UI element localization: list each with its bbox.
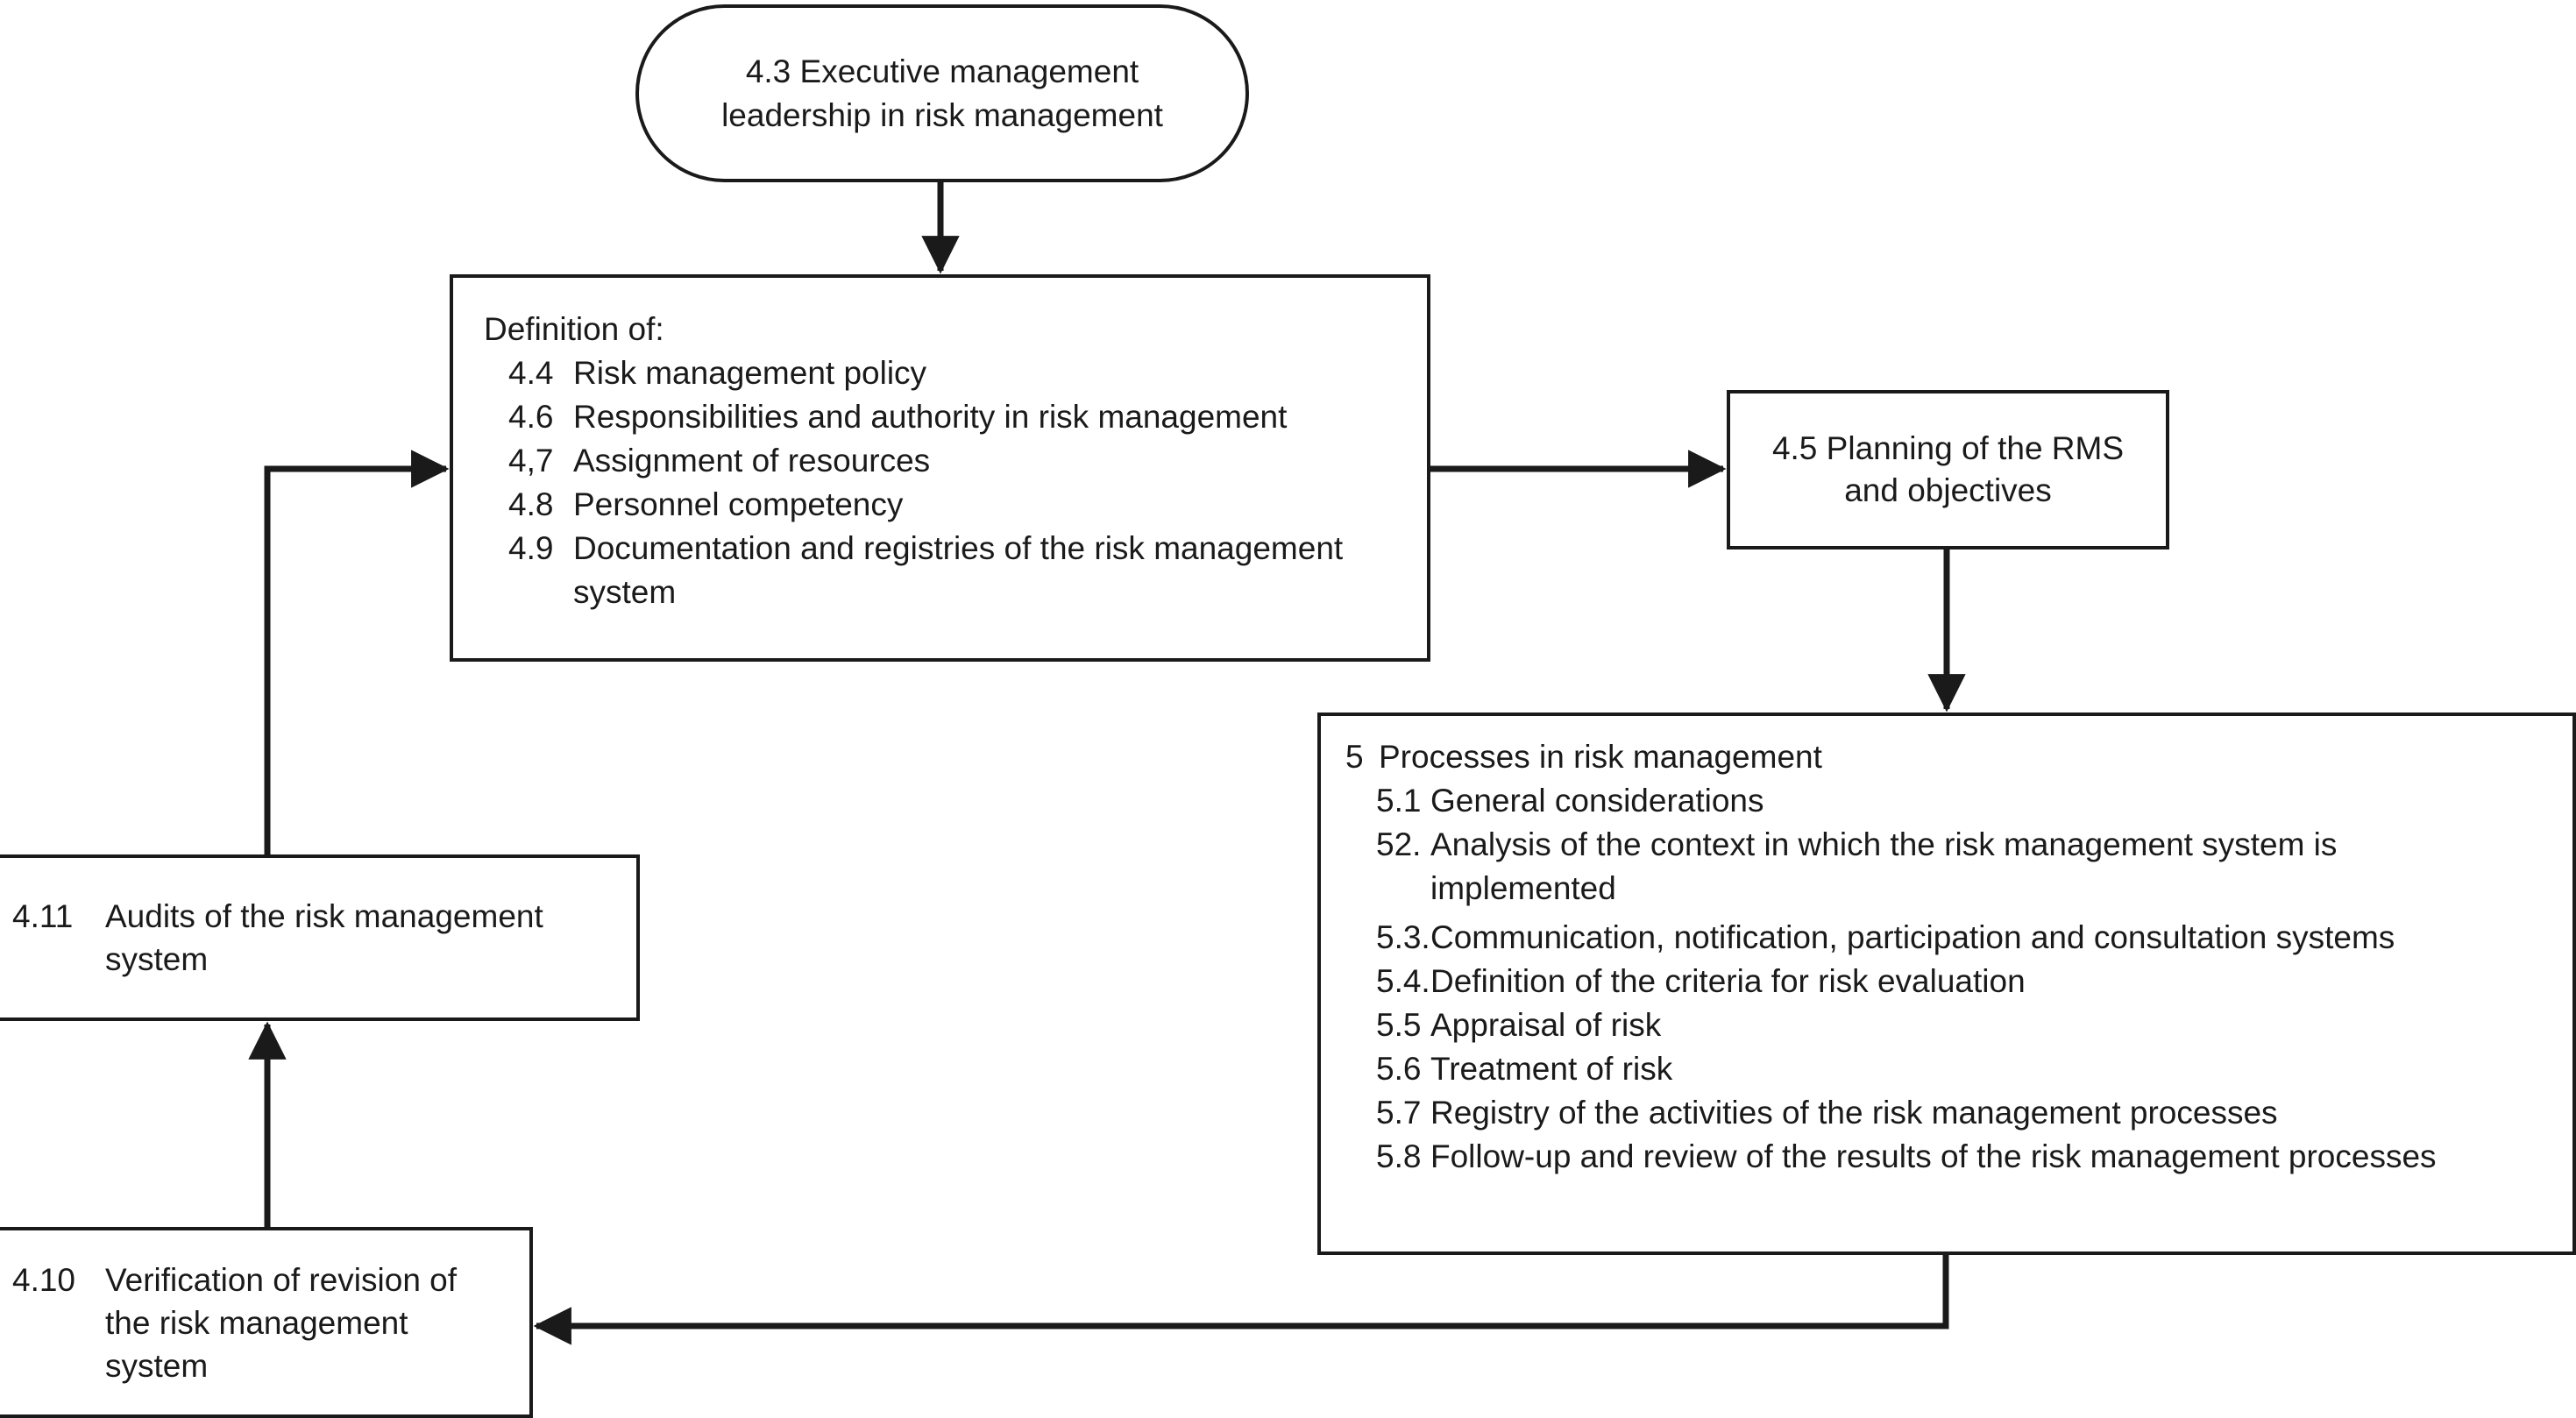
node-body: 4.10 Verification of revision of the ris… <box>0 1230 543 1414</box>
item-text: Verification of revision of the risk man… <box>105 1261 458 1384</box>
item-text: Follow-up and review of the results of t… <box>1430 1138 2437 1174</box>
item-number: 4.10 <box>12 1261 76 1298</box>
edge-audits-to-definition <box>264 450 450 854</box>
item-text: General considerations <box>1430 783 1764 819</box>
node-verification-box[interactable]: 4.10 Verification of revision of the ris… <box>0 1227 533 1418</box>
node-body: 5 Processes in risk management 5.1 Gener… <box>1321 716 2576 1271</box>
item-number: 5.3. <box>1376 919 1430 955</box>
item-text: Treatment of risk <box>1430 1051 1673 1087</box>
list-item: 5.4. Definition of the criteria for risk… <box>1345 960 2576 1003</box>
item-number: 5.1 <box>1376 783 1422 819</box>
item-text: Appraisal of risk <box>1430 1007 1662 1043</box>
item-text: Analysis of the context in which the ris… <box>1430 826 2338 906</box>
item-text: Definition of the criteria for risk eval… <box>1430 963 2026 999</box>
node-definition-box[interactable]: Definition of: 4.4 Risk management polic… <box>450 274 1430 662</box>
heading-number: 5 <box>1345 739 1364 775</box>
item-number: 5.6 <box>1376 1051 1422 1087</box>
node-line: 4.3 Executive management <box>745 53 1139 89</box>
node-body: Definition of: 4.4 Risk management polic… <box>453 278 1458 688</box>
item-number: 4.4 <box>508 355 554 391</box>
node-line: and objectives <box>1844 472 2052 508</box>
node-body: 4.5 Planning of the RMS and objectives <box>1730 393 2166 546</box>
list-item: 5.6 Treatment of risk <box>1345 1047 2576 1091</box>
item-text: Communication, notification, participati… <box>1430 919 2395 955</box>
list-item: 5.8 Follow-up and review of the results … <box>1345 1135 2576 1184</box>
processes-heading: 5 Processes in risk management <box>1345 735 2576 779</box>
list-item: 5.3. Communication, notification, partic… <box>1345 916 2576 960</box>
item-text: Registry of the activities of the risk m… <box>1430 1095 2278 1131</box>
node-planning-rms[interactable]: 4.5 Planning of the RMS and objectives <box>1727 390 2169 549</box>
definition-item-list: 4.4 Risk management policy 4.6 Responsib… <box>484 351 1458 614</box>
item-number: 4.8 <box>508 486 554 522</box>
item-number: 4.6 <box>508 399 554 435</box>
item-number: 4.11 <box>12 898 74 934</box>
node-processes-box[interactable]: 5 Processes in risk management 5.1 Gener… <box>1317 713 2576 1255</box>
node-audits-box[interactable]: 4.11 Audits of the risk management syste… <box>0 854 640 1021</box>
item-text: Personnel competency <box>573 486 904 522</box>
definition-heading: Definition of: <box>484 311 664 347</box>
list-item: 4.9 Documentation and registries of the … <box>484 527 1458 614</box>
list-item: 52. Analysis of the context in which the… <box>1345 823 2576 916</box>
audits-row: 4.11 Audits of the risk management syste… <box>12 895 650 981</box>
node-line: leadership in risk management <box>721 96 1163 133</box>
item-text: Responsibilities and authority in risk m… <box>573 399 1288 435</box>
processes-item-list: 5.1 General considerations 52. Analysis … <box>1345 779 2576 1184</box>
list-item: 5.1 General considerations <box>1345 779 2576 823</box>
item-text: Audits of the risk management system <box>105 898 543 977</box>
list-item: 4.4 Risk management policy <box>484 351 1458 395</box>
node-body: 4.3 Executive management leadership in r… <box>639 8 1245 179</box>
item-number: 4,7 <box>508 443 554 479</box>
item-text: Risk management policy <box>573 355 927 391</box>
item-number: 52. <box>1376 826 1422 862</box>
item-number: 5.4. <box>1376 963 1430 999</box>
list-item: 4.8 Personnel competency <box>484 483 1458 527</box>
item-text: Assignment of resources <box>573 443 931 479</box>
item-text: Documentation and registries of the risk… <box>573 530 1344 610</box>
list-item: 5.7 Registry of the activities of the ri… <box>1345 1091 2576 1135</box>
list-item: 4,7 Assignment of resources <box>484 439 1458 483</box>
node-executive-management-leadership[interactable]: 4.3 Executive management leadership in r… <box>635 4 1249 182</box>
heading-text: Processes in risk management <box>1379 739 1822 775</box>
list-item: 4.6 Responsibilities and authority in ri… <box>484 395 1458 439</box>
node-line: 4.5 Planning of the RMS <box>1771 430 2125 466</box>
item-number: 4.9 <box>508 530 554 566</box>
list-item: 5.5 Appraisal of risk <box>1345 1003 2576 1047</box>
item-number: 5.8 <box>1376 1138 1422 1174</box>
verification-row: 4.10 Verification of revision of the ris… <box>12 1258 543 1387</box>
node-body: 4.11 Audits of the risk management syste… <box>0 858 650 1017</box>
item-number: 5.5 <box>1376 1007 1422 1043</box>
item-number: 5.7 <box>1376 1095 1422 1131</box>
